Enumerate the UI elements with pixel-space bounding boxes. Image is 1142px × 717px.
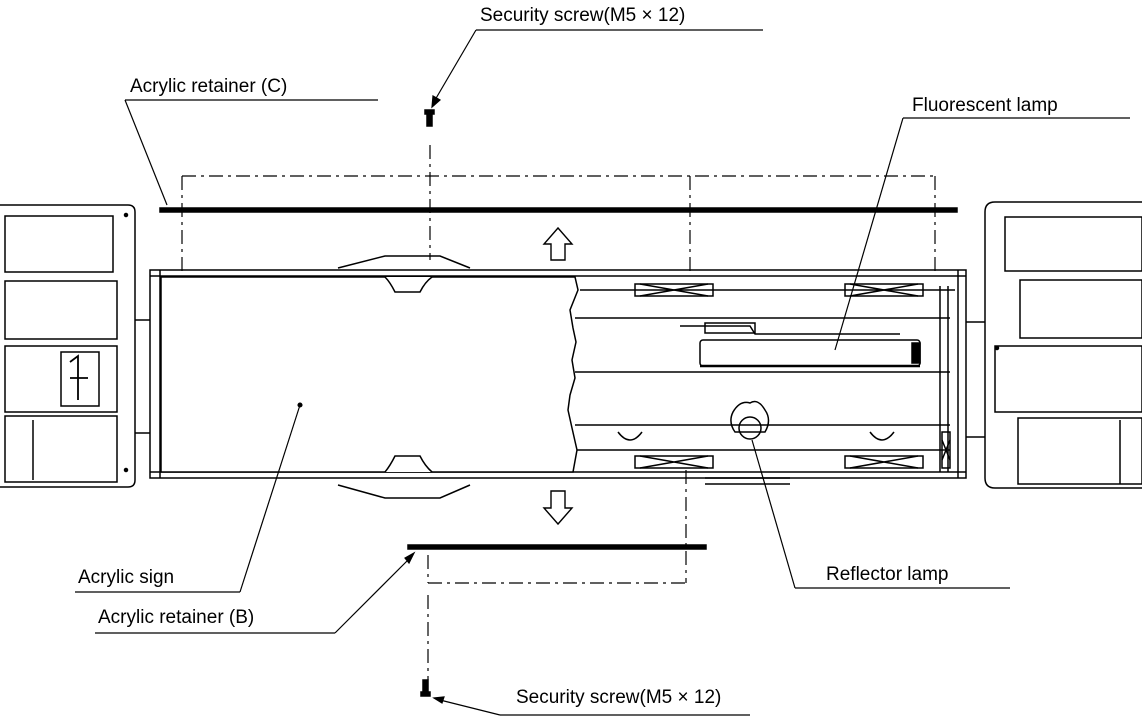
sign-slide-arrows — [337, 255, 471, 499]
label-acrylic-retainer-c: Acrylic retainer (C) — [130, 76, 288, 97]
screw-icon — [424, 109, 435, 127]
label-fluorescent-lamp: Fluorescent lamp — [912, 95, 1058, 116]
label-acrylic-retainer-b: Acrylic retainer (B) — [98, 607, 255, 628]
lamp-chassis — [575, 283, 955, 472]
right-panel-unit — [966, 201, 1142, 489]
left-panel-unit — [0, 204, 150, 488]
fluorescent-lamp-tube — [680, 322, 921, 368]
leader-lines — [75, 29, 1130, 716]
acrylic-sign-panel — [160, 276, 579, 473]
arrow-down-icon — [542, 490, 574, 526]
reflector-lamp — [705, 400, 790, 485]
phantom-outline-top — [181, 145, 936, 272]
phantom-outline-bottom — [427, 470, 687, 680]
label-security-screw-top: Security screw(M5 × 12) — [480, 5, 686, 26]
label-security-screw-bottom: Security screw(M5 × 12) — [516, 687, 722, 708]
arrow-up-icon — [542, 226, 574, 261]
label-reflector-lamp: Reflector lamp — [826, 564, 949, 585]
label-acrylic-sign: Acrylic sign — [78, 567, 175, 588]
screw-icon — [420, 679, 431, 697]
digit-display-icon — [60, 351, 100, 407]
acrylic-retainer-c-bar — [159, 207, 958, 213]
acrylic-retainer-b-bar — [407, 544, 707, 550]
